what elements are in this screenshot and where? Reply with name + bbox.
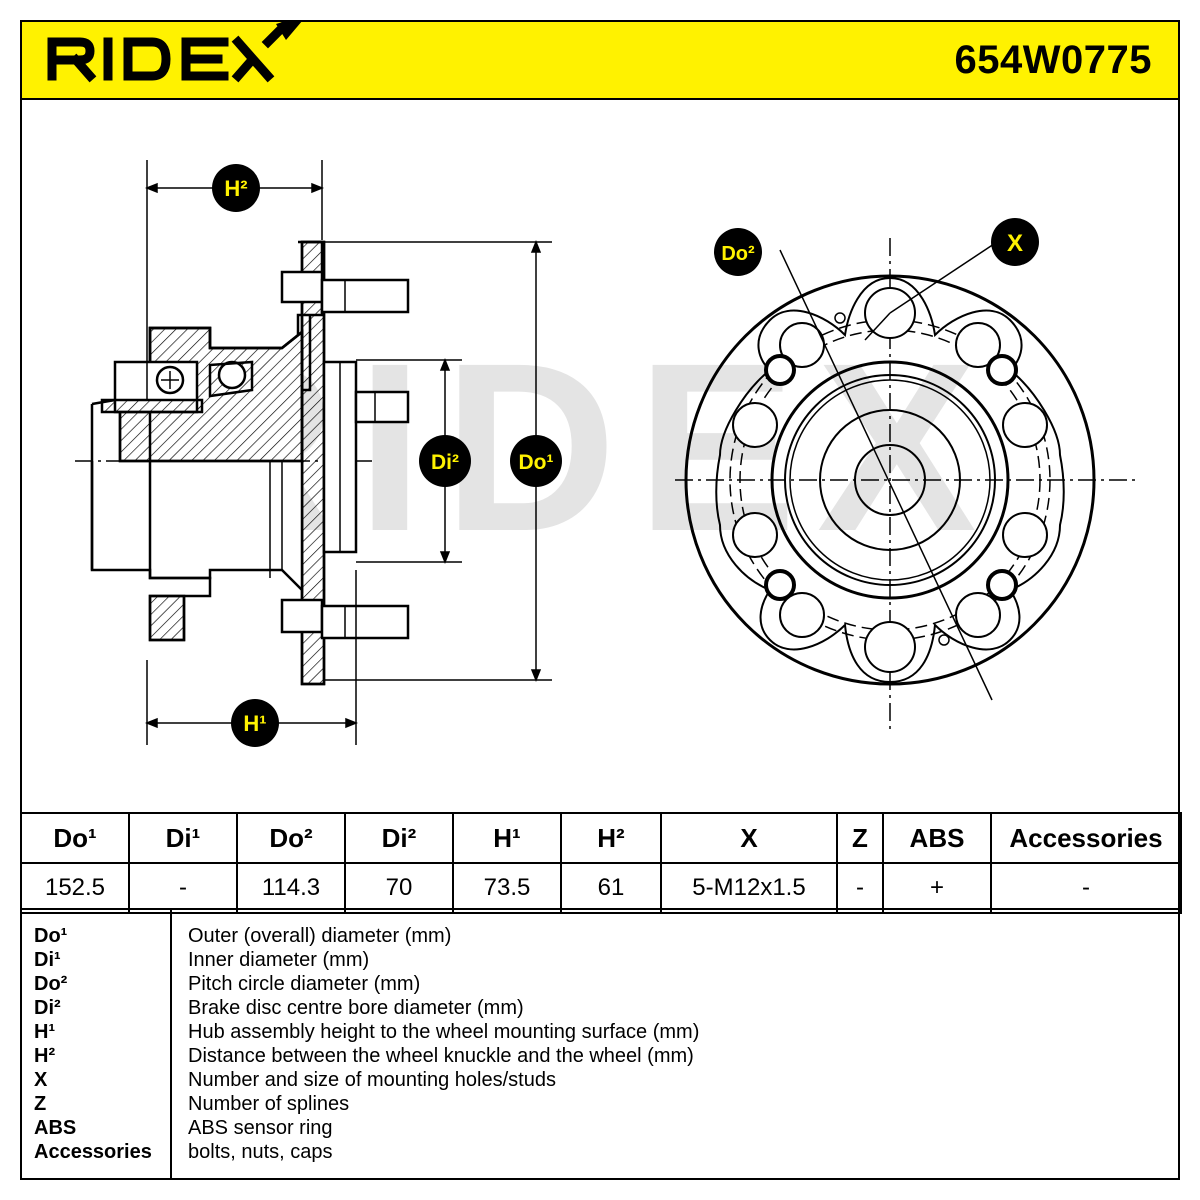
label-di2: Di² <box>431 451 459 474</box>
header-di1: Di¹ <box>128 812 238 864</box>
legend-row: X Number and size of mounting holes/stud… <box>34 1068 699 1092</box>
label-x: X <box>1007 230 1023 257</box>
legend-desc: Outer (overall) diameter (mm) <box>188 924 452 947</box>
ridex-logo <box>47 20 303 83</box>
legend-desc: Pitch circle diameter (mm) <box>188 972 421 995</box>
badge-x: X <box>991 218 1039 266</box>
header-h2: H² <box>560 812 662 864</box>
legend-row: Di¹ Inner diameter (mm) <box>34 948 699 972</box>
spec-table: Do¹ Di¹ Do² Di² H¹ H² X Z ABS Accessorie… <box>20 812 1182 914</box>
wheel-stud-bottom <box>280 598 410 640</box>
legend-desc: Hub assembly height to the wheel mountin… <box>188 1020 700 1043</box>
legend-abbr: H¹ <box>34 1020 56 1043</box>
header-h1: H¹ <box>452 812 562 864</box>
badge-h2: H² <box>212 164 260 212</box>
header-abs: ABS <box>882 812 992 864</box>
header-bar: 654W0775 <box>20 20 1180 100</box>
label-h1: H¹ <box>243 711 266 736</box>
legend-desc: Distance between the wheel knuckle and t… <box>188 1044 694 1067</box>
part-number: 654W0775 <box>954 38 1152 82</box>
value-di1: - <box>128 862 238 914</box>
legend-row: H² Distance between the wheel knuckle an… <box>34 1044 699 1068</box>
legend-abbr: Do² <box>34 972 68 995</box>
technical-drawing: RIDEX <box>75 160 1140 747</box>
wheel-stud-middle <box>354 390 410 424</box>
value-abs: + <box>882 862 992 914</box>
legend-row: Di² Brake disc centre bore diameter (mm) <box>34 996 699 1020</box>
legend-abbr: Z <box>34 1092 47 1115</box>
legend-desc: Brake disc centre bore diameter (mm) <box>188 996 524 1019</box>
legend-row: Do¹ Outer (overall) diameter (mm) <box>34 924 699 948</box>
badge-h1: H¹ <box>231 699 279 747</box>
header-z: Z <box>836 812 884 864</box>
legend-abbr: ABS <box>34 1116 77 1139</box>
legend-divider <box>170 910 172 1178</box>
hub-side-view <box>75 240 410 686</box>
badge-do1: Do¹ <box>510 435 562 487</box>
value-accessories: - <box>990 862 1182 914</box>
legend-desc: Number of splines <box>188 1092 350 1115</box>
spec-header-row: Do¹ Di¹ Do² Di² H¹ H² X Z ABS Accessorie… <box>20 812 1182 864</box>
legend-row: Do² Pitch circle diameter (mm) <box>34 972 699 996</box>
legend-row: ABS ABS sensor ring <box>34 1116 699 1140</box>
legend-row: Z Number of splines <box>34 1092 699 1116</box>
label-h2: H² <box>224 176 247 201</box>
badge-di2: Di² <box>419 435 471 487</box>
legend: Do¹ Outer (overall) diameter (mm) Di¹ In… <box>20 908 1180 1180</box>
legend-desc: bolts, nuts, caps <box>188 1140 333 1163</box>
legend-desc: Number and size of mounting holes/studs <box>188 1068 556 1091</box>
legend-row: Accessories bolts, nuts, caps <box>34 1140 699 1164</box>
header-x: X <box>660 812 838 864</box>
badge-do2: Do² <box>714 228 762 276</box>
legend-desc: ABS sensor ring <box>188 1116 333 1139</box>
value-x: 5-M12x1.5 <box>660 862 838 914</box>
value-do1: 152.5 <box>20 862 130 914</box>
hub-front-view <box>675 238 1140 732</box>
legend-abbr: Do¹ <box>34 924 68 947</box>
legend-abbr: H² <box>34 1044 56 1067</box>
legend-row: H¹ Hub assembly height to the wheel moun… <box>34 1020 699 1044</box>
value-h1: 73.5 <box>452 862 562 914</box>
legend-desc: Inner diameter (mm) <box>188 948 370 971</box>
header-di2: Di² <box>344 812 454 864</box>
legend-abbr: X <box>34 1068 48 1091</box>
label-do1: Do¹ <box>519 451 554 474</box>
wheel-stud-top <box>280 270 410 314</box>
legend-abbr: Accessories <box>34 1140 152 1163</box>
value-z: - <box>836 862 884 914</box>
legend-rows: Do¹ Outer (overall) diameter (mm) Di¹ In… <box>34 924 699 1164</box>
value-di2: 70 <box>344 862 454 914</box>
value-do2: 114.3 <box>236 862 346 914</box>
header-do2: Do² <box>236 812 346 864</box>
header-do1: Do¹ <box>20 812 130 864</box>
legend-abbr: Di² <box>34 996 61 1019</box>
value-h2: 61 <box>560 862 662 914</box>
label-do2: Do² <box>721 243 755 265</box>
header-accessories: Accessories <box>990 812 1182 864</box>
spec-value-row: 152.5 - 114.3 70 73.5 61 5-M12x1.5 - + - <box>20 862 1182 914</box>
legend-abbr: Di¹ <box>34 948 61 971</box>
